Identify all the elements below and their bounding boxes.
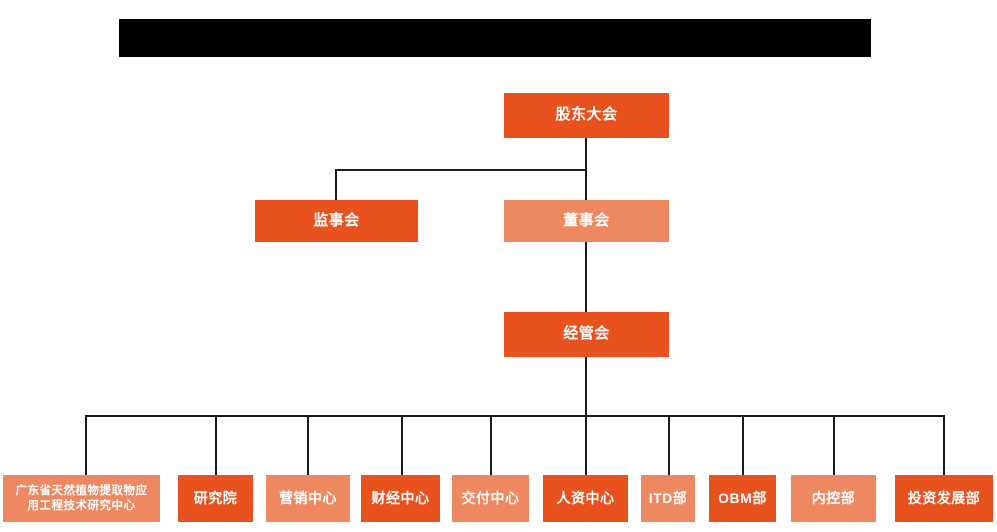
redacted-title-bar bbox=[119, 19, 871, 57]
connector-management-stem bbox=[585, 357, 587, 416]
connector-shareholders-stem bbox=[585, 138, 587, 171]
connector-drop-department-5 bbox=[490, 415, 492, 475]
node-department-8[interactable]: OBM部 bbox=[709, 475, 776, 522]
node-board-of-directors[interactable]: 董事会 bbox=[504, 200, 669, 242]
connector-drop-department-1 bbox=[85, 415, 87, 475]
connector-directors-drop bbox=[585, 169, 587, 201]
node-department-5[interactable]: 交付中心 bbox=[452, 475, 529, 522]
connector-department-bus bbox=[85, 415, 943, 417]
connector-drop-department-9 bbox=[833, 415, 835, 475]
node-board-of-supervisors[interactable]: 监事会 bbox=[255, 200, 418, 242]
connector-drop-department-2 bbox=[215, 415, 217, 475]
connector-supervisors-drop bbox=[335, 169, 337, 201]
node-department-6[interactable]: 人资中心 bbox=[543, 475, 628, 522]
node-department-9[interactable]: 内控部 bbox=[791, 475, 876, 522]
connector-drop-department-7 bbox=[668, 415, 670, 475]
connector-drop-department-4 bbox=[401, 415, 403, 475]
node-department-2[interactable]: 研究院 bbox=[178, 475, 253, 522]
connector-drop-department-8 bbox=[742, 415, 744, 475]
node-department-7[interactable]: ITD部 bbox=[641, 475, 695, 522]
node-department-10[interactable]: 投资发展部 bbox=[895, 475, 993, 522]
connector-drop-department-10 bbox=[943, 415, 945, 475]
node-shareholders-meeting[interactable]: 股东大会 bbox=[504, 93, 669, 138]
node-department-1[interactable]: 广东省天然植物提取物应用工程技术研究中心 bbox=[3, 475, 160, 522]
node-department-4[interactable]: 财经中心 bbox=[361, 475, 440, 522]
department-label-line1: 广东省天然植物提取物应 bbox=[15, 485, 148, 498]
department-label-line2: 用工程技术研究中心 bbox=[27, 499, 136, 512]
node-management-committee[interactable]: 经管会 bbox=[504, 312, 669, 357]
connector-drop-department-3 bbox=[307, 415, 309, 475]
connector-directors-to-management bbox=[585, 242, 587, 313]
connector-drop-department-6 bbox=[585, 415, 587, 475]
connector-level2-bus bbox=[335, 169, 586, 171]
node-department-3[interactable]: 营销中心 bbox=[266, 475, 350, 522]
